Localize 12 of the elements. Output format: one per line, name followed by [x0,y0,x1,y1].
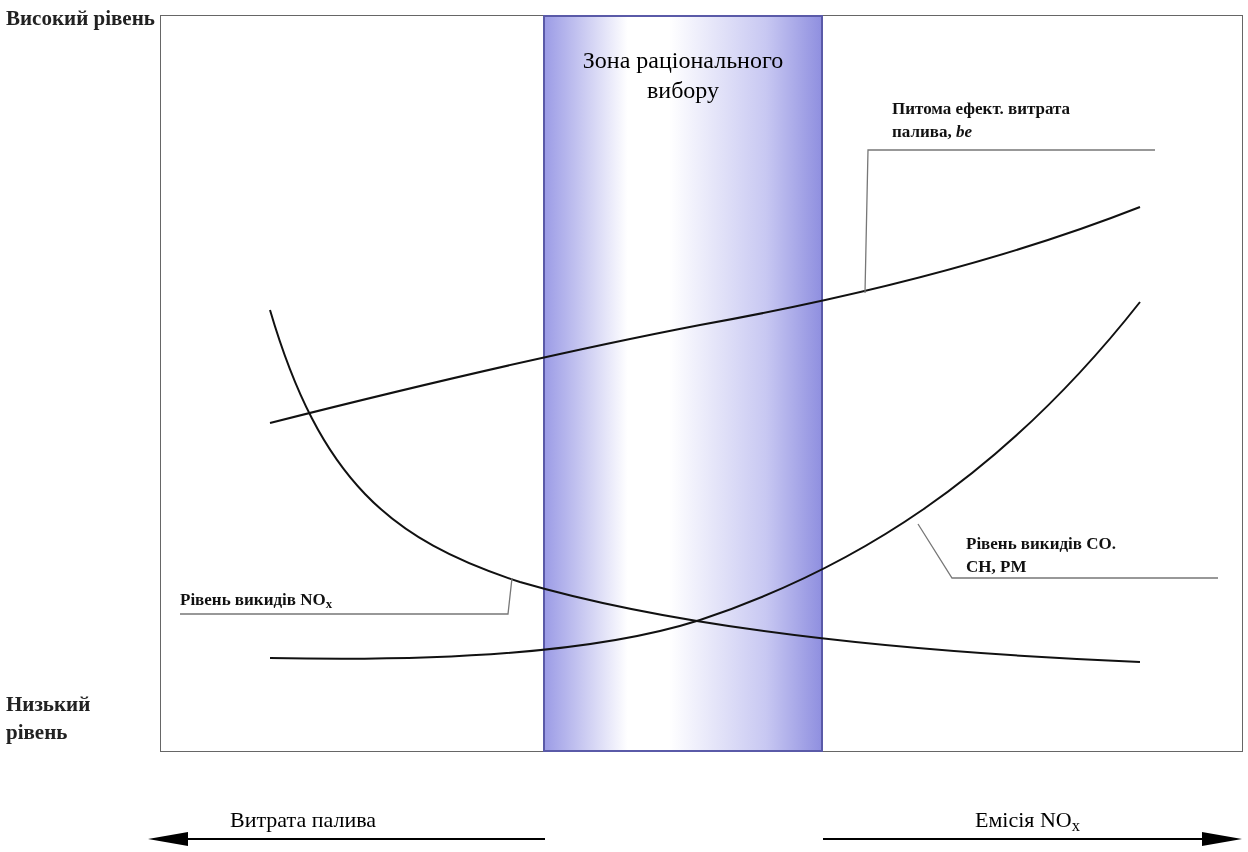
zone-band [543,15,823,752]
leader-line [179,577,513,615]
curve-label-text: Рівень викидів NO$_{x}$ [180,589,333,611]
direction-label: Витрата палива [230,806,377,834]
curve-label-text: Питома ефект. витрата палива, be [892,98,1072,143]
zone-title: Зона раціонального вибору [581,46,785,105]
direction-label: Емісія NO$_{x}$ [975,806,1080,834]
curve-label-text: Рівень викидів CO. CH, PM [966,533,1117,578]
axis-level-label: Низький рівень [6,691,92,746]
leader-line [864,149,1156,294]
leader-line [917,523,1219,579]
axis-level-label: Високий рівень [6,5,156,32]
